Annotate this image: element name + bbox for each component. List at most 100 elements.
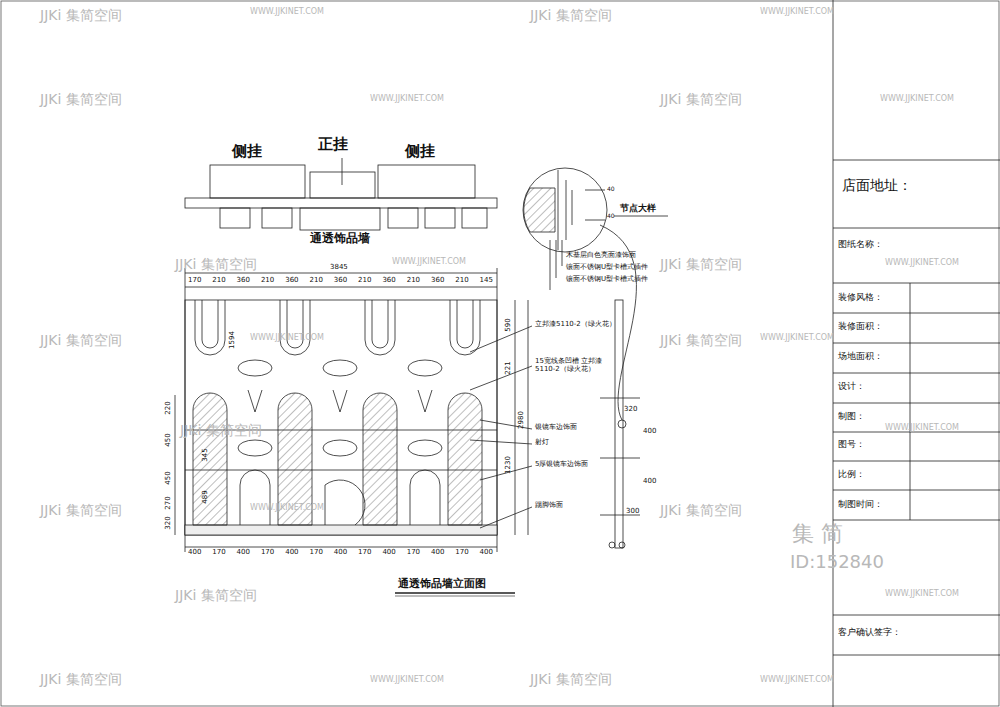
watermark: JJKi 集简空间 (40, 8, 122, 23)
dimension: 170 (358, 549, 371, 557)
dimension: 1594 (229, 331, 237, 349)
title-block-cell: 装修面积： (838, 322, 883, 332)
material-note: 镶面不锈钢U型卡槽式插件 (566, 276, 648, 284)
watermark: JJKi 集简空间 (40, 333, 122, 348)
watermark: WWW.JJKINET.COM (370, 676, 444, 685)
drawing-caption: 通透饰品墙立面图 (398, 578, 486, 590)
watermark: WWW.JJKINET.COM (880, 95, 954, 104)
dimension: 450 (165, 471, 173, 484)
dimension: 360 (237, 277, 250, 285)
material-note: 镶面不锈钢U型卡槽式插件 (566, 264, 648, 272)
dimension: 300 (626, 508, 639, 516)
material-note: 银镜车边饰面 (535, 424, 577, 432)
dimension: 40 (607, 186, 615, 193)
material-note: 立邦漆5110-2（绿火花） (535, 321, 616, 329)
watermark: WWW.JJKINET.COM (885, 424, 959, 433)
watermark: WWW.JJKINET.COM (250, 504, 324, 513)
title-block-cell: 制图时间： (838, 500, 883, 510)
watermark: 集 简 (792, 522, 843, 546)
watermark: WWW.JJKINET.COM (760, 334, 834, 343)
watermark: WWW.JJKINET.COM (392, 258, 466, 267)
watermark: JJKi 集简空间 (530, 672, 612, 687)
dimension: 145 (480, 277, 493, 285)
dimension: 400 (334, 549, 347, 557)
watermark: JJKi 集简空间 (180, 423, 262, 438)
dimension: 2980 (518, 411, 526, 429)
dimension: 450 (165, 433, 173, 446)
title-block-cell: 店面地址： (842, 178, 912, 193)
dimension: 220 (165, 401, 173, 414)
dimension: 170 (407, 549, 420, 557)
watermark: WWW.JJKINET.COM (760, 676, 834, 685)
watermark: WWW.JJKINET.COM (370, 95, 444, 104)
dimension: 400 (643, 428, 656, 436)
part-label: 正挂 (318, 136, 348, 153)
watermark: WWW.JJKINET.COM (760, 8, 834, 17)
watermark: JJKi 集简空间 (40, 672, 122, 687)
dimension: 400 (643, 478, 656, 486)
dimension: 3845 (330, 264, 348, 272)
watermark: JJKi 集简空间 (175, 257, 257, 272)
dimension: 221 (505, 361, 513, 374)
watermark: JJKi 集简空间 (175, 588, 257, 603)
watermark: JJKi 集简空间 (660, 503, 742, 518)
watermark: JJKi 集简空间 (660, 92, 742, 107)
dimension: 170 (455, 549, 468, 557)
title-block-cell: 设计： (838, 382, 865, 392)
dimension: 40 (607, 213, 615, 220)
dimension: 320 (165, 516, 173, 529)
dimension: 210 (358, 277, 371, 285)
dimension: 170 (310, 549, 323, 557)
part-label: 通透饰品墙 (310, 232, 370, 245)
watermark: WWW.JJKINET.COM (885, 259, 959, 268)
watermark: ID:152840 (790, 552, 884, 572)
material-note: 5厚银镜车边饰面 (535, 461, 588, 469)
material-note: 踢脚饰面 (535, 502, 563, 510)
dimension: 170 (212, 549, 225, 557)
title-block-cell: 图号： (838, 440, 865, 450)
title-block-cell: 图纸名称： (838, 240, 883, 250)
material-note: 木基层白色亮面漆饰面 (566, 252, 636, 260)
dimension: 170 (188, 277, 201, 285)
title-block-cell: 比例： (838, 470, 865, 480)
dimension: 270 (165, 496, 173, 509)
dimension: 210 (455, 277, 468, 285)
detail-title: 节点大样 (620, 204, 656, 214)
dimension: 400 (237, 549, 250, 557)
dimension: 400 (285, 549, 298, 557)
dimension: 170 (261, 549, 274, 557)
watermark: JJKi 集简空间 (660, 257, 742, 272)
dimension: 210 (261, 277, 274, 285)
dimension: 320 (624, 406, 637, 414)
dimension: 360 (431, 277, 444, 285)
dimension: 590 (505, 318, 513, 331)
dimension: 400 (431, 549, 444, 557)
material-note: 射灯 (535, 439, 549, 447)
dimension: 360 (382, 277, 395, 285)
dimension: 210 (407, 277, 420, 285)
watermark: JJKi 集简空间 (40, 92, 122, 107)
part-label: 侧挂 (405, 143, 435, 160)
dimension: 1230 (505, 456, 513, 474)
watermark: JJKi 集简空间 (40, 503, 122, 518)
title-block-cell: 客户确认签字： (838, 628, 901, 638)
dimension: 210 (212, 277, 225, 285)
watermark: WWW.JJKINET.COM (885, 590, 959, 599)
part-label: 侧挂 (232, 143, 262, 160)
dimension: 400 (188, 549, 201, 557)
title-block-cell: 制图： (838, 412, 865, 422)
title-block-cell: 装修风格： (838, 293, 883, 303)
dimension: 360 (334, 277, 347, 285)
material-note: 15宽线条凹槽 立邦漆5110-2（绿火花） (535, 358, 607, 373)
dimension: 345 (202, 448, 210, 461)
watermark: WWW.JJKINET.COM (250, 334, 324, 343)
title-block-cell: 场地面积： (838, 352, 883, 362)
watermark: WWW.JJKINET.COM (250, 8, 324, 17)
dimension: 489 (202, 490, 210, 503)
dimension: 360 (285, 277, 298, 285)
watermark: JJKi 集简空间 (530, 8, 612, 23)
dimension: 210 (310, 277, 323, 285)
dimension: 400 (480, 549, 493, 557)
watermark: JJKi 集简空间 (660, 333, 742, 348)
